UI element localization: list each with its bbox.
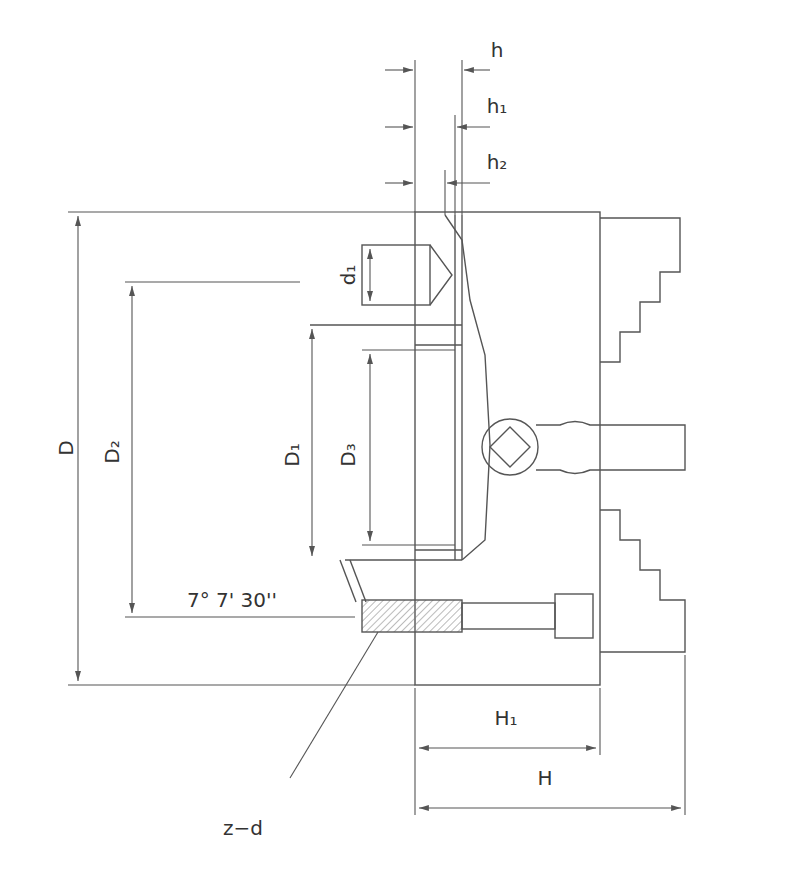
dimension-label: 7° 7' 30'': [185, 589, 279, 611]
chuck-body-part: [340, 560, 356, 602]
dimension-label: H₁: [492, 707, 519, 729]
mounting-bolt-part: [362, 600, 462, 632]
dimension-lines-part: [684, 655, 685, 815]
dimension-label: D₁: [281, 441, 303, 468]
dimension-lines-part: [599, 688, 600, 755]
chuck-jaws: [600, 218, 685, 652]
dimension-lines-part: [77, 216, 78, 681]
dimension-lines-part: [125, 281, 300, 282]
dimension-label: H: [535, 767, 554, 789]
dimension-lines-part: [68, 684, 415, 685]
dimension-label: h: [489, 39, 506, 61]
dimension-label: d₁: [337, 263, 359, 288]
key-socket-part: [536, 422, 685, 474]
chuck-body-part: [415, 344, 462, 345]
dimension-lines-part: [369, 249, 370, 301]
dimension-label: D₃: [337, 441, 359, 468]
dimension-lines-part: [414, 688, 415, 815]
dimension-lines-part: [290, 632, 378, 778]
chuck-body-part: [461, 215, 462, 560]
dimension-lines-part: [369, 354, 370, 541]
dimension-lines-part: [311, 329, 312, 556]
dimension-label: D₂: [101, 438, 123, 465]
dimension-lines-part: [362, 544, 455, 545]
dimension-lines-part: [419, 747, 596, 748]
chuck-body-part: [345, 559, 462, 560]
dimension-lines-part: [385, 126, 413, 127]
chuck-body-part: [415, 549, 462, 550]
mounting-bolt: [362, 594, 593, 638]
mounting-bolt-part: [555, 594, 593, 638]
dimension-label: h₁: [485, 95, 510, 117]
key-socket-part: [490, 427, 530, 467]
chuck-body-part: [454, 215, 455, 560]
chuck-jaws-part: [600, 218, 680, 362]
chuck-body-part: [310, 324, 462, 325]
dimension-lines-part: [131, 286, 132, 613]
chuck-body: [310, 212, 600, 685]
chuck-body-part: [362, 245, 430, 305]
chuck-jaws-part: [600, 510, 685, 652]
dimension-lines-part: [461, 60, 462, 215]
dimension-lines-part: [454, 115, 455, 215]
dimension-lines-part: [414, 60, 415, 212]
dimension-lines: [68, 60, 685, 815]
chuck-body-part: [350, 560, 366, 602]
dimension-label: D: [55, 438, 77, 457]
dimension-lines-part: [362, 349, 455, 350]
mounting-bolt-part: [462, 603, 555, 629]
dimension-lines-part: [385, 182, 413, 183]
dimension-label: h₂: [485, 151, 510, 173]
key-socket-part: [482, 419, 538, 475]
dimension-lines-part: [457, 126, 490, 127]
key-socket: [482, 419, 685, 475]
dimension-lines-part: [385, 69, 413, 70]
dimension-lines-part: [444, 170, 445, 215]
chuck-body-part: [430, 245, 452, 305]
dimension-label: z−d: [221, 817, 265, 839]
chuck-body-part: [445, 215, 490, 560]
dimension-lines-part: [419, 807, 681, 808]
dimension-lines-part: [68, 211, 415, 212]
dimension-lines-part: [125, 616, 355, 617]
dimension-lines-part: [447, 182, 490, 183]
dimension-lines-part: [464, 69, 490, 70]
